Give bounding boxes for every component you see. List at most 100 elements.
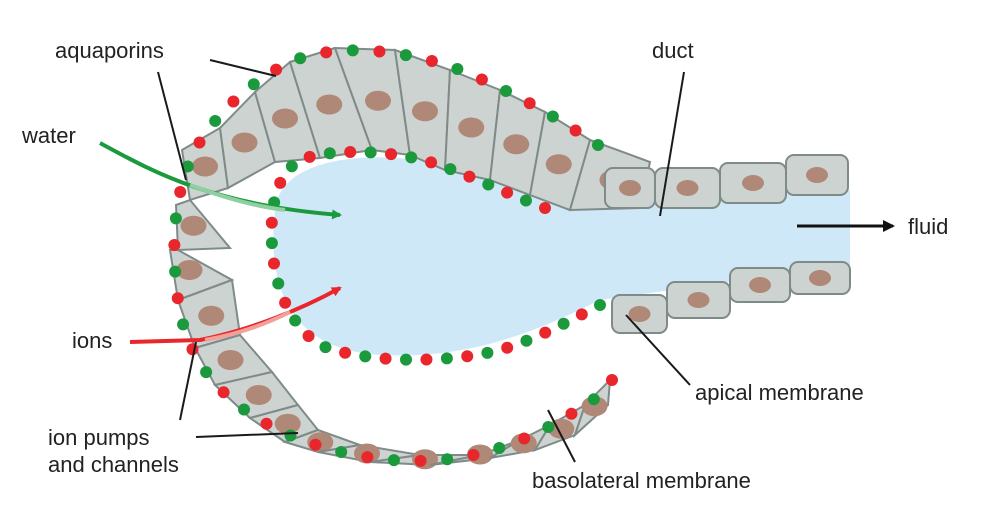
ion-pump-dot <box>606 374 618 386</box>
ion-pump-dot <box>279 296 292 309</box>
aquaporin-dot <box>323 147 336 160</box>
cell-nucleus <box>245 385 272 405</box>
cell-nucleus <box>619 180 641 196</box>
ion-pump-dot <box>174 185 187 198</box>
ion-pump-dot <box>385 148 398 161</box>
ion-pump-dot <box>309 438 322 451</box>
cell-nucleus <box>365 90 391 111</box>
label-ion-pumps-line2: and channels <box>48 452 179 477</box>
aquaporins-leader <box>209 59 277 77</box>
aquaporin-dot <box>444 163 457 176</box>
label-aquaporins: aquaporins <box>55 38 164 63</box>
label-duct: duct <box>652 38 694 63</box>
label-water: water <box>21 123 76 148</box>
ion-pump-dot <box>260 417 273 430</box>
aquaporin-dot <box>346 44 359 57</box>
ion-pump-dot <box>518 432 531 445</box>
aquaporin-dot <box>400 353 413 366</box>
aquaporin-dot <box>440 352 453 365</box>
membrane-transporters <box>168 44 618 467</box>
ion-pumps-leader <box>195 432 299 438</box>
cell-nucleus <box>687 292 710 308</box>
ion-pump-dot <box>425 156 438 169</box>
label-apical-membrane: apical membrane <box>695 380 864 405</box>
aquaporin-dot <box>294 52 307 65</box>
cell-nucleus <box>503 134 530 155</box>
aquaporin-dot <box>238 403 251 416</box>
aquaporin-dot <box>247 78 260 91</box>
ions-arrow-through-membrane <box>204 310 291 342</box>
ion-pump-dot <box>186 343 199 356</box>
cell-nucleus <box>180 215 207 236</box>
cell-nucleus <box>742 175 764 191</box>
aquaporin-dot <box>587 393 600 406</box>
aquaporin-dot <box>285 160 298 173</box>
aquaporin-dot <box>557 317 570 330</box>
aquaporin-dot <box>481 346 494 359</box>
cell-nucleus <box>176 260 203 280</box>
ion-pump-dot <box>539 326 552 339</box>
cell-nucleus <box>198 305 225 326</box>
cell-nucleus <box>809 270 831 286</box>
ion-pump-dot <box>320 46 333 59</box>
ion-pump-dot <box>565 407 578 420</box>
aquaporin-dot <box>265 237 278 250</box>
ion-pump-dot <box>361 451 374 464</box>
aquaporin-dot <box>520 334 533 347</box>
cell-nucleus <box>628 306 651 322</box>
aquaporin-dot <box>519 194 532 207</box>
aquaporins-leader-2 <box>157 71 187 181</box>
aquaporin-dot <box>405 151 418 164</box>
aquaporin-dot <box>335 445 348 458</box>
ion-pump-dot <box>265 216 278 229</box>
ion-pump-dot <box>414 454 427 467</box>
cell-nucleus <box>316 94 343 115</box>
cell-nucleus <box>412 101 438 122</box>
ion-pump-dot <box>373 45 386 58</box>
ion-pumps-leader-2 <box>179 341 197 421</box>
ion-pump-dot <box>539 202 551 214</box>
aquaporin-dot <box>500 84 513 97</box>
aquaporin-dot <box>284 429 297 442</box>
cell-nucleus <box>217 350 244 370</box>
cell-nucleus <box>274 413 301 434</box>
aquaporin-dot <box>272 277 285 290</box>
ion-pump-dot <box>523 97 536 110</box>
ion-pump-dot <box>193 136 206 149</box>
ion-pump-dot <box>303 150 316 163</box>
aquaporin-dot <box>482 178 495 191</box>
aquaporin-dot <box>200 366 213 379</box>
cell-nucleus <box>581 396 608 417</box>
ion-pump-dot <box>569 124 582 137</box>
aquaporin-dot <box>387 454 400 467</box>
aquaporin-dot <box>181 160 194 173</box>
aquaporin-dot <box>359 350 372 363</box>
ion-pump-dot <box>227 95 240 108</box>
ion-pump-dot <box>420 353 433 366</box>
label-basolateral-membrane: basolateral membrane <box>532 468 751 493</box>
aquaporin-dot <box>169 265 182 278</box>
aquaporin-dot <box>542 421 555 434</box>
cell-nucleus <box>545 154 572 175</box>
aquaporin-dot <box>594 299 606 311</box>
label-fluid: fluid <box>908 214 948 239</box>
aquaporin-dot <box>364 146 377 159</box>
ion-pump-dot <box>463 170 476 183</box>
basolateral-membrane-leader <box>547 409 576 463</box>
ion-pump-dot <box>171 292 184 305</box>
aquaporin-dot <box>169 212 182 225</box>
ion-pump-dot <box>268 257 281 270</box>
label-ion-pumps-line1: ion pumps <box>48 425 150 450</box>
aquaporin-dot <box>493 441 506 454</box>
duct-leader <box>659 71 685 217</box>
ion-pump-dot <box>501 186 514 199</box>
aquaporin-dot <box>319 341 332 354</box>
aquaporin-dot <box>289 314 302 327</box>
aquaporin-dot <box>209 114 222 127</box>
cell-nucleus <box>806 167 828 183</box>
ion-pump-dot <box>461 350 474 363</box>
cell-nucleus <box>272 108 298 129</box>
ion-pump-dot <box>302 329 315 342</box>
aquaporin-dot <box>177 318 190 331</box>
apical-membrane-leader <box>625 314 691 386</box>
